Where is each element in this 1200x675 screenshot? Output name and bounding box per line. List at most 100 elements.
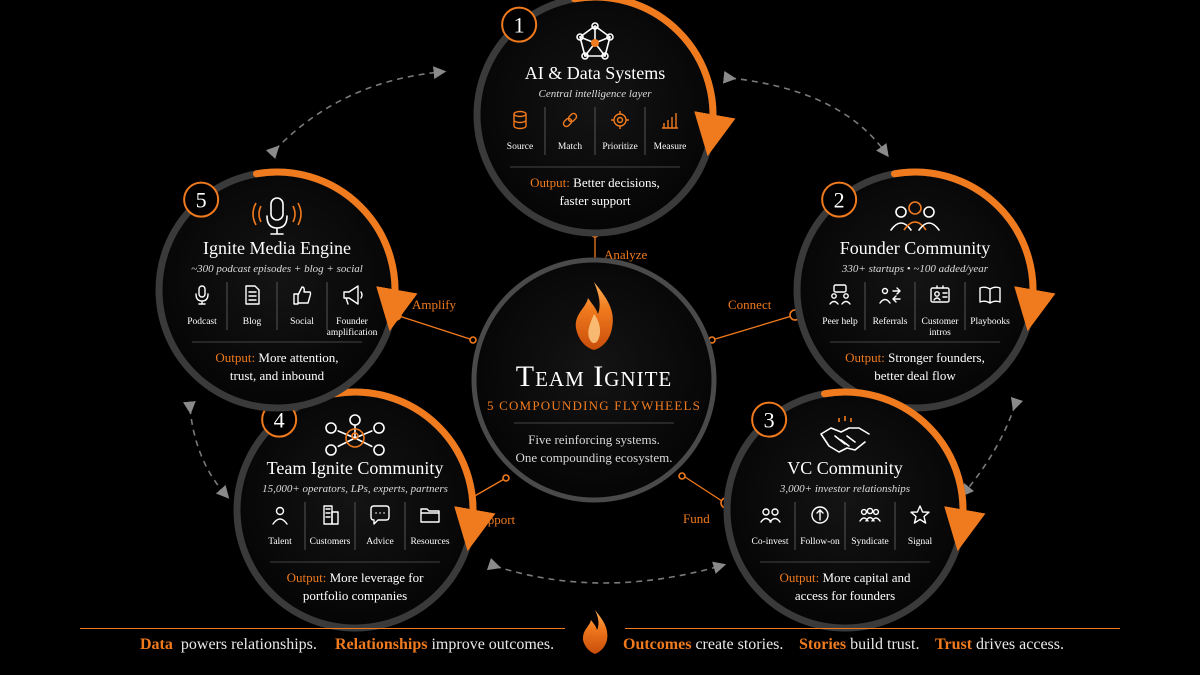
hub-line1: Five reinforcing systems. xyxy=(528,432,660,447)
wheel-item-label: Peer help xyxy=(822,317,858,327)
wheel-item-label: Customer xyxy=(922,317,960,327)
connector-amplify: Amplify xyxy=(412,297,457,312)
wheel-number-badge xyxy=(821,181,858,218)
wheel-item-label: Talent xyxy=(268,537,292,547)
wheel-number-badge xyxy=(501,6,538,43)
output-label: Output: xyxy=(845,350,885,365)
wheel-subtitle: ~300 podcast episodes + blog + social xyxy=(191,263,363,275)
output-label: Output: xyxy=(530,175,570,190)
bar-chart-icon xyxy=(662,113,678,129)
handshake-icon xyxy=(820,416,870,453)
wheel-output-line1: Output: More leverage for xyxy=(287,570,424,585)
link-icon xyxy=(562,112,578,128)
wheel-output-line2: better deal flow xyxy=(874,368,956,383)
output-text: More leverage for xyxy=(330,570,425,585)
wheel-item-label: Blog xyxy=(243,317,262,327)
hub-line2: One compounding ecosystem. xyxy=(515,450,672,465)
wheel-output-line1: Output: Better decisions, xyxy=(530,175,660,190)
wheel-item-label: Advice xyxy=(366,537,393,547)
footer-phrase-3: Outcomes create stories. xyxy=(623,636,784,653)
folder-icon xyxy=(420,508,440,523)
wheel-arc xyxy=(891,168,1056,332)
footer-divider-right xyxy=(625,628,1120,629)
wheel-item-label: Referrals xyxy=(873,316,908,327)
connector-fund: Fund xyxy=(683,511,710,526)
output-label: Output: xyxy=(215,350,255,365)
wheel-output-line1: Output: Stronger founders, xyxy=(845,350,985,365)
wheel-title: Team Ignite Community xyxy=(267,458,444,478)
wheel-item-label: Podcast xyxy=(187,317,217,327)
wheel-item-label: Follow-on xyxy=(800,537,840,547)
book-icon xyxy=(979,286,1001,304)
wheel-number: 4 xyxy=(274,408,285,433)
network-icon xyxy=(576,22,614,60)
mic-small-icon xyxy=(195,285,209,305)
wheel-item-label: Customers xyxy=(310,537,351,547)
thumbs-up-icon xyxy=(293,286,312,305)
wheel-item-label: Signal xyxy=(908,537,933,547)
id-card-icon xyxy=(930,285,950,303)
wheel-arc xyxy=(253,168,418,332)
wheel-subtitle: 15,000+ operators, LPs, experts, partner… xyxy=(262,483,448,495)
megaphone-icon xyxy=(343,285,363,305)
footer-flame-icon xyxy=(582,610,608,654)
wheel-arc xyxy=(331,388,496,552)
document-icon xyxy=(245,285,260,305)
wheel-item-label: Playbooks xyxy=(970,317,1010,327)
wheel-number: 3 xyxy=(764,408,775,433)
wheel-output-line2: trust, and inbound xyxy=(230,368,325,383)
wheel-item-label: Co-invest xyxy=(752,537,789,547)
two-people-icon xyxy=(760,508,781,523)
person-icon xyxy=(272,506,288,525)
wheel-3: 3 VC Community 3,000+ investor relationshi… xyxy=(723,388,986,632)
wheel-number-badge xyxy=(183,181,220,218)
flame-logo-icon xyxy=(575,282,613,350)
database-icon xyxy=(513,110,527,130)
output-text: More capital and xyxy=(822,570,911,585)
center-hub: Team Ignite 5 Compounding Flywheels Five… xyxy=(471,257,717,503)
outer-dashed-arrows xyxy=(183,66,1024,584)
wheel-item-label: Founder xyxy=(336,317,369,327)
wheel-output-line1: Output: More attention, xyxy=(215,350,338,365)
wheel-title: Ignite Media Engine xyxy=(203,238,351,258)
wheel-item-label: Match xyxy=(558,142,583,152)
wheel-output-line2: faster support xyxy=(559,193,631,208)
wheel-item-label: Social xyxy=(290,317,314,327)
wheel-item-label: Source xyxy=(507,142,533,152)
target-icon xyxy=(611,111,629,129)
chat-people-icon xyxy=(829,284,851,305)
output-text: Better decisions, xyxy=(573,175,660,190)
footer-tagline: Data powers relationships. Relationships… xyxy=(0,610,1200,666)
wheel-item-label: Syndicate xyxy=(851,537,888,547)
wheel-subtitle: 3,000+ investor relationships xyxy=(779,483,910,495)
wheel-item-label-line2: intros xyxy=(929,328,951,338)
output-label: Output: xyxy=(287,570,327,585)
wheel-item-label-line2: amplification xyxy=(327,327,378,338)
wheel-title: VC Community xyxy=(787,458,903,478)
wheel-output-line1: Output: More capital and xyxy=(779,570,911,585)
wheel-arc xyxy=(571,0,736,157)
wheel-item-label: Measure xyxy=(654,142,687,152)
microphone-icon xyxy=(252,197,302,235)
connector-analyze: Analyze xyxy=(604,247,648,262)
output-text: More attention, xyxy=(258,350,338,365)
arrow-up-circle-icon xyxy=(811,506,829,524)
wheel-title: Founder Community xyxy=(840,238,991,258)
footer-phrase-2: Relationships improve outcomes. xyxy=(335,636,555,653)
output-text: Stronger founders, xyxy=(888,350,985,365)
wheel-number: 2 xyxy=(834,188,845,213)
connector-support: Support xyxy=(474,512,516,527)
wheel-item-label: Prioritize xyxy=(602,142,637,152)
wheel-item-label: Resources xyxy=(410,537,449,547)
referral-icon xyxy=(879,287,901,304)
star-icon xyxy=(910,505,930,524)
building-icon xyxy=(323,505,339,525)
group-icon xyxy=(859,507,881,522)
footer-phrase-4: Stories build trust. xyxy=(799,636,920,653)
wheel-output-line2: access for founders xyxy=(795,588,895,603)
wheel-number: 1 xyxy=(514,13,525,38)
